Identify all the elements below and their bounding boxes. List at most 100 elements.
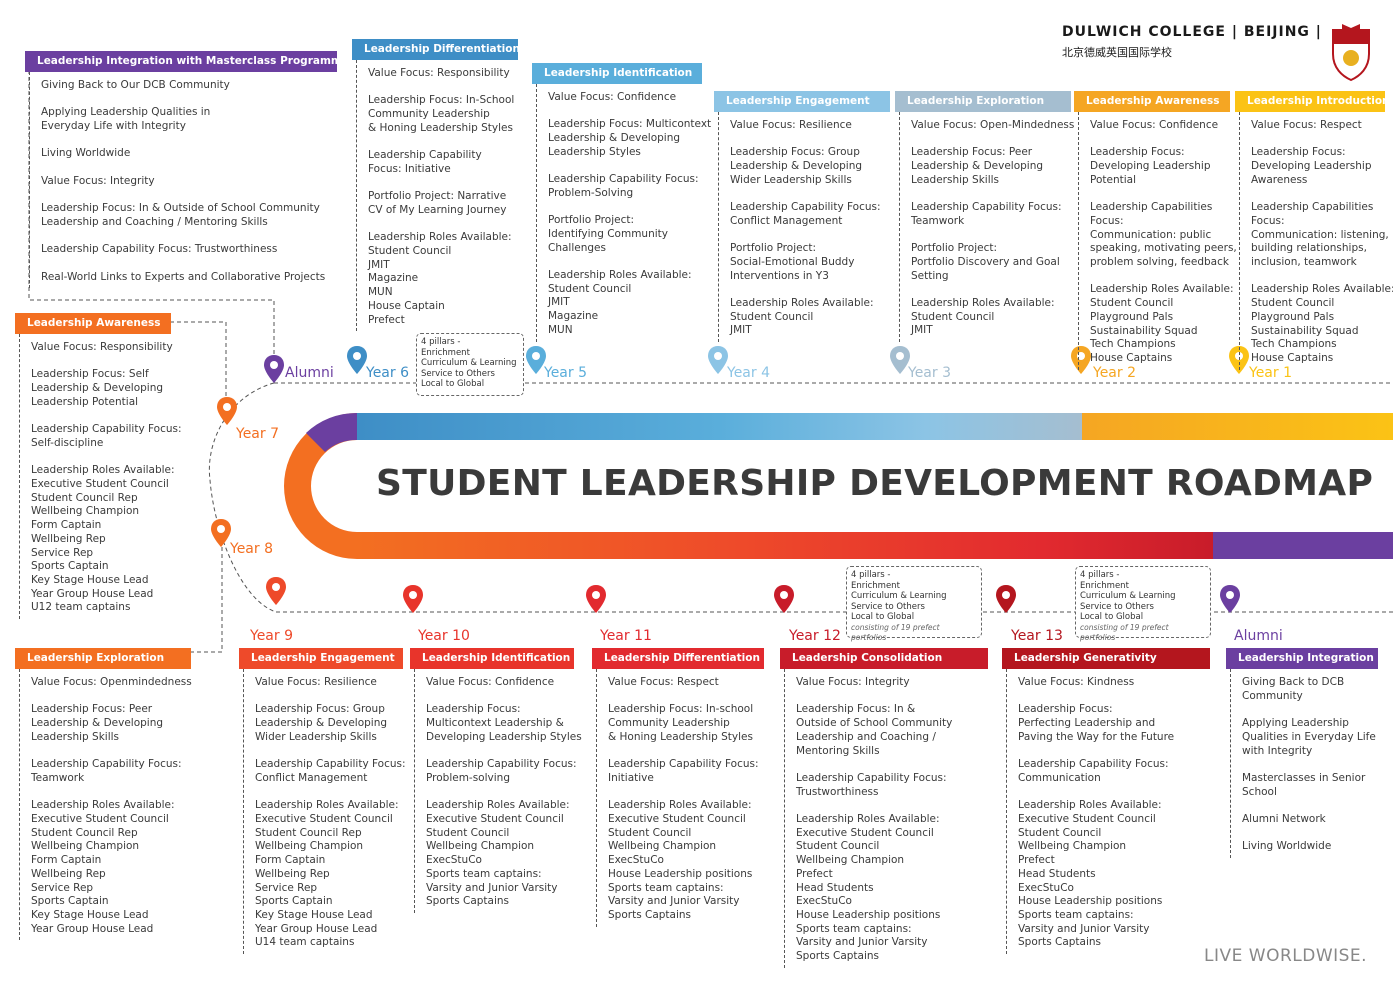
item-line: Leadership Capability Focus: [911,201,1062,214]
item-line: Value Focus: Integrity [41,174,155,187]
item-line: Leadership and Coaching / Mentoring Skil… [41,215,268,228]
year-label-alumni-top: Alumni [285,365,334,381]
item-line: Conflict Management [255,771,368,784]
column-item: Leadership Capability Focus:Self-discipl… [31,423,182,450]
column-item: Leadership Capability Focus:Teamwork [911,201,1071,228]
column-item: Portfolio Project:Portfolio Discovery an… [911,242,1071,283]
item-line: Leadership Capability Focus: [255,758,406,771]
item-line: Leadership & Developing [255,717,388,730]
item-line: Paving the Way for the Future [1018,730,1175,743]
item-line: Mentoring Skills [796,744,880,757]
item-line: Sports Captain [31,895,109,908]
item-line: Leadership Focus: In & Outside of School… [41,202,320,215]
road-bottom-band [357,532,1213,559]
item-line: Giving Back to Our DCB Community [41,79,230,91]
year10-pin-icon [403,585,423,613]
column-item: Leadership Roles Available:Executive Stu… [796,813,988,964]
year8-pin-icon [211,519,231,547]
item-line: Year Group House Lead [31,922,154,935]
column-item: Leadership Capability Focus:Problem-solv… [426,758,577,785]
page-title: STUDENT LEADERSHIP DEVELOPMENT ROADMAP [376,463,1374,504]
item-line: Service Rep [255,881,318,894]
item-line: JMIT [911,324,933,337]
column-header: Leadership Introduction [1235,91,1390,112]
item-line: Value Focus: Openmindedness [31,676,192,688]
year-label-10: Year 10 [418,628,470,644]
item-line: Leadership & Developing [548,132,681,145]
year7-pin-icon [217,397,237,425]
pillar-line: Curriculum & Learning [421,358,517,368]
column-item: Value Focus: Resilience [255,676,403,690]
column-header: Leadership Differentiation [352,39,520,60]
item-line: Masterclasses in Senior [1242,771,1366,784]
item-line: Student Council [548,282,632,295]
item-line: Year Group House Lead [31,587,154,600]
year-label-7: Year 7 [236,426,279,442]
year3-pin-icon [890,346,910,374]
item-line: Leadership Styles [548,145,641,158]
item-line: Wellbeing Champion [31,840,140,853]
year-label-12: Year 12 [789,628,841,644]
item-line: Varsity and Junior Varsity [796,936,928,949]
item-line: Alumni Network [1242,812,1326,825]
item-line: Varsity and Junior Varsity [608,895,740,908]
item-line: House Leadership positions [796,908,941,921]
item-line: Leadership Capability Focus: [426,758,577,771]
item-line: Prefect [796,867,833,880]
item-line: Student Council Rep [255,826,362,839]
item-line: Leadership Roles Available: [31,799,175,812]
pillar-line: 4 pillars - [851,570,891,580]
item-line: Form Captain [31,854,102,867]
item-line: Student Council [730,310,814,323]
column-item: Leadership Roles Available:Executive Stu… [31,464,175,615]
alumni-top-pin-icon [264,355,284,383]
item-line: Tech Champions [1090,338,1176,351]
crest-icon [1332,24,1370,82]
item-line: Community [1242,689,1303,702]
item-line: Playground Pals [1090,310,1174,323]
item-line: Wellbeing Champion [608,840,717,853]
year-label-4: Year 4 [727,365,770,381]
column-item: Leadership Roles Available:Student Counc… [548,269,702,338]
item-line: Value Focus: Resilience [730,119,852,131]
pillar-line: Enrichment [851,580,900,591]
item-line: Leadership Roles Available: [911,297,1055,310]
item-line: Focus: Initiative [368,162,451,175]
pillar-line: Local to Global [421,379,485,389]
item-line: ExecStuCo [1018,881,1074,894]
item-line: Leadership Roles Available: [548,269,692,282]
item-line: Leadership Roles Available: [31,464,175,477]
column-item: Leadership Capability Focus:Teamwork [31,758,191,785]
item-line: Leadership Skills [911,173,1000,186]
item-line: speaking, motivating peers, [1090,242,1237,255]
item-line: Awareness [1251,173,1308,186]
column-item: Leadership Focus: In & Outside of School… [41,202,337,229]
item-line: Leadership Capability Focus: [608,758,759,771]
item-line: Sports Captain [31,560,109,573]
item-line: Sports Captains [426,895,510,908]
item-line: Student Council [1018,826,1102,839]
item-line: Value Focus: Integrity [796,676,910,688]
item-line: Executive Student Council [796,826,934,839]
column-header: Leadership Engagement [714,91,890,112]
item-line: Sports team captains: [796,922,912,935]
item-line: Trustworthiness [796,785,879,798]
item-line: MUN [548,323,573,336]
item-line: Leadership Roles Available: [608,799,752,812]
item-line: Sustainability Squad [1251,324,1359,337]
column-header: Leadership Identification [410,648,574,669]
item-line: Developing Leadership Styles [426,730,582,743]
item-line: Portfolio Project: [911,242,997,255]
